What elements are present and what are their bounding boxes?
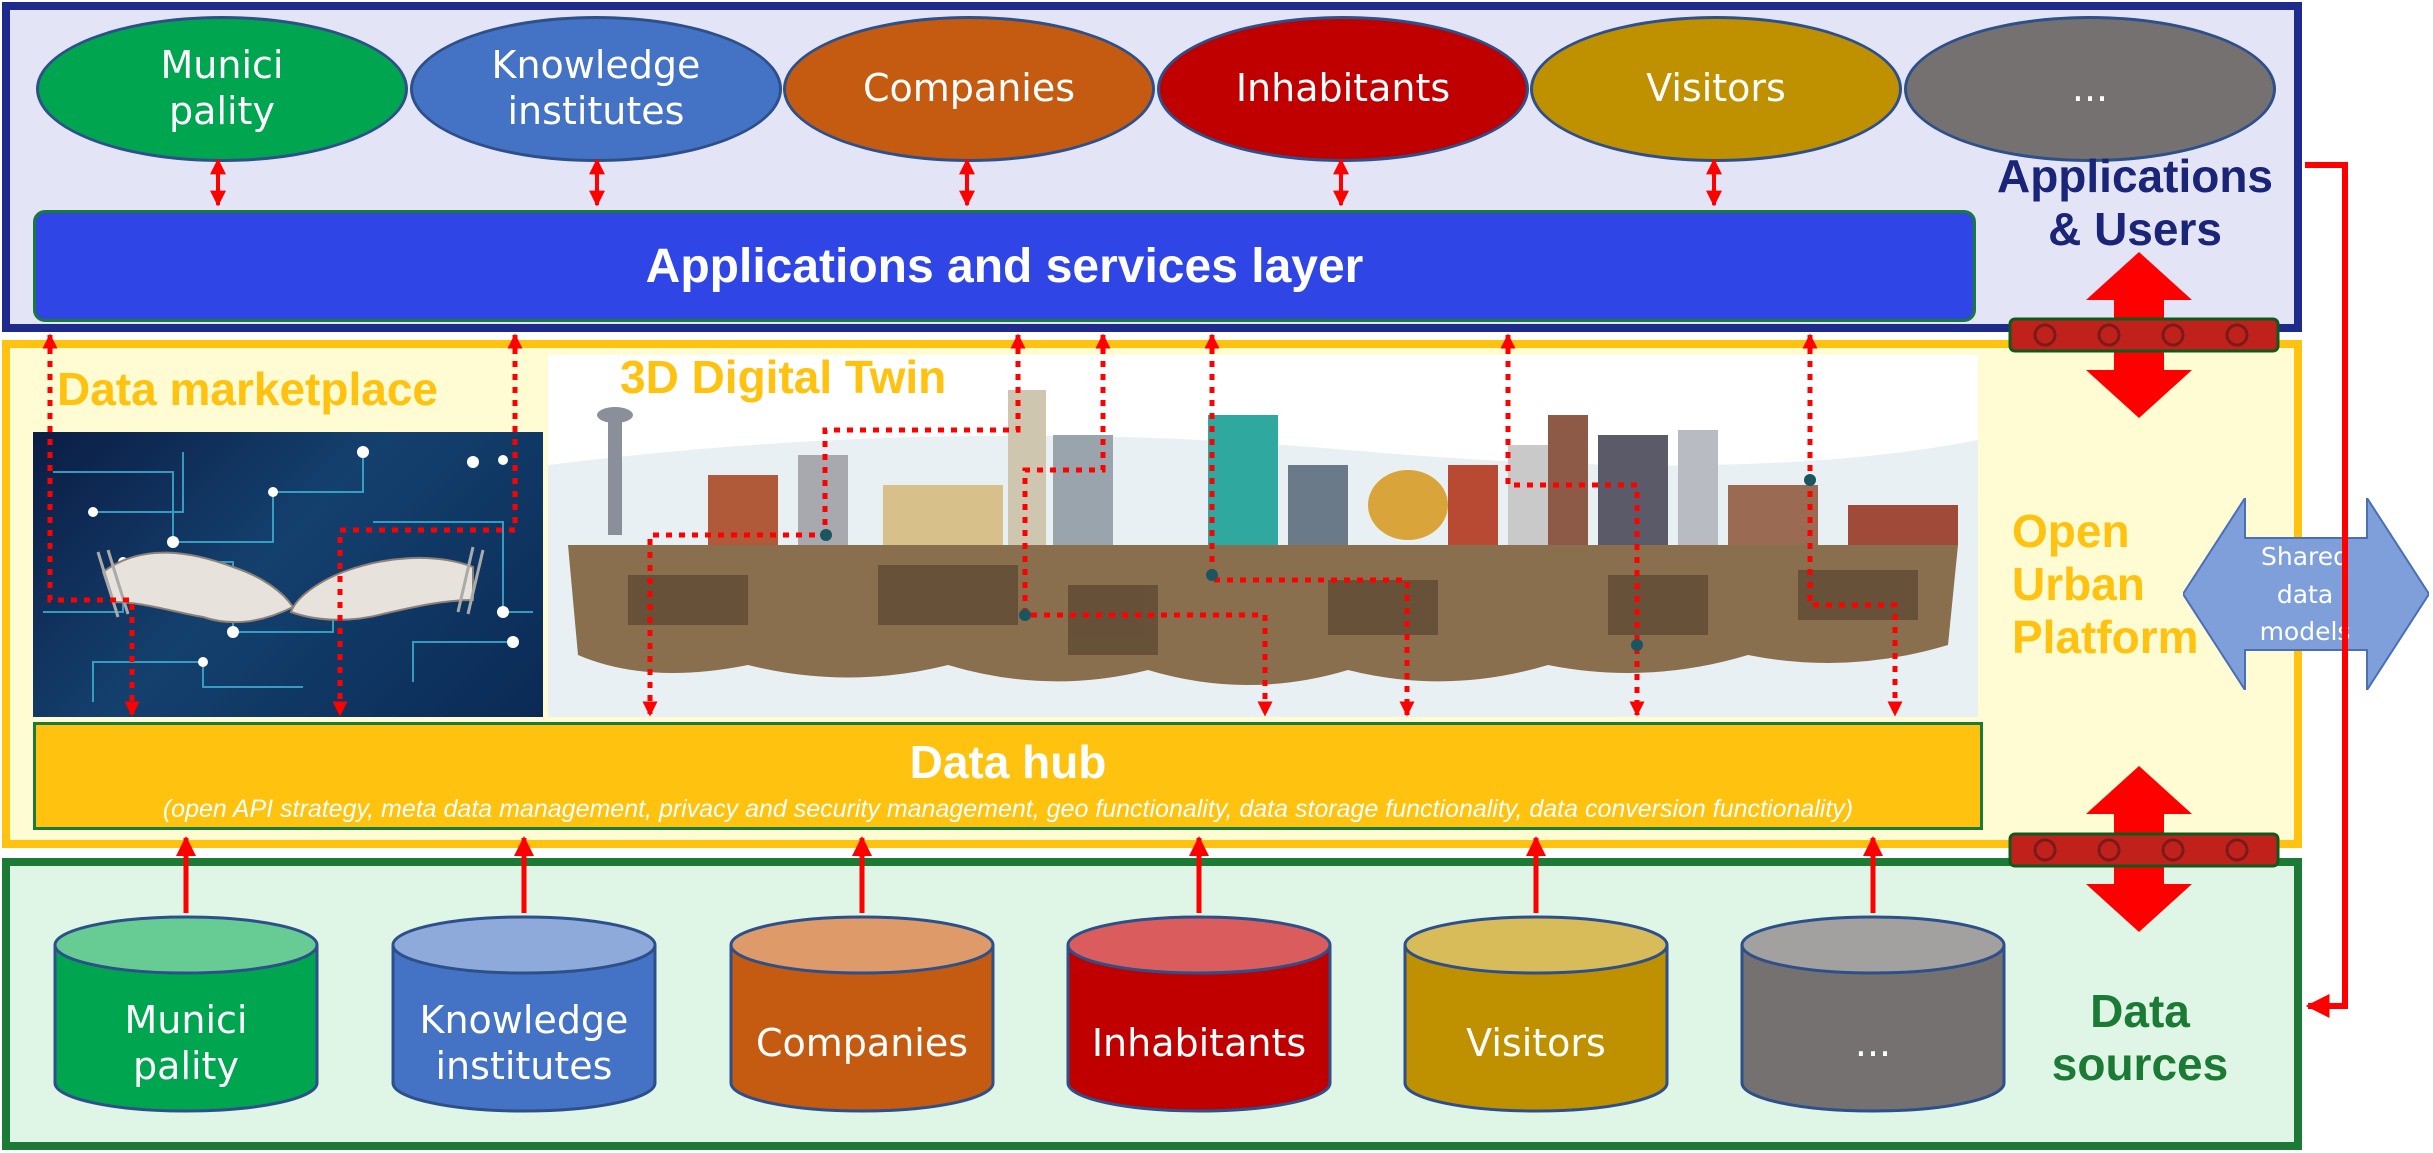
user-companies: Companies <box>783 16 1155 162</box>
shared-data-models-label: Shared data models <box>2259 542 2351 646</box>
database-cylinder-icon <box>53 915 319 1113</box>
dotted-data-flows <box>42 333 1903 717</box>
user-layer-arrows <box>210 158 1722 207</box>
database-cylinder-icon <box>1403 915 1669 1113</box>
source-label: Companies <box>755 1021 969 1066</box>
source-label: Knowledge institutes <box>419 998 629 1088</box>
source-hub-arrows <box>176 836 1883 913</box>
applications-users-title: Applications & Users <box>1996 150 2274 255</box>
source-label: Munici pality <box>124 998 248 1088</box>
network-nodes <box>820 474 1816 651</box>
user-label: Knowledge institutes <box>491 43 701 133</box>
source-label: ... <box>1854 1021 1892 1066</box>
source-more: ... <box>1740 915 2006 1113</box>
user-label: Munici pality <box>160 43 284 133</box>
database-cylinder-icon <box>1740 915 2006 1113</box>
source-visitors: Visitors <box>1403 915 1669 1113</box>
user-municipality: Munici pality <box>36 16 408 162</box>
data-hub-subtitle: (open API strategy, meta data management… <box>162 795 1854 823</box>
data-sources-title: Data sources <box>2051 985 2229 1090</box>
applications-layer-label: Applications and services layer <box>645 239 1364 293</box>
user-more: ... <box>1904 16 2276 162</box>
open-urban-platform-title: Open Urban Platform <box>2012 505 2199 663</box>
layer-connector-top <box>2008 252 2280 418</box>
user-label: ... <box>2071 66 2109 111</box>
layer-connector-bottom <box>2008 766 2280 932</box>
user-label: Inhabitants <box>1235 66 1451 111</box>
feedback-arrow <box>2305 162 2348 1018</box>
source-label: Inhabitants <box>1091 1021 1307 1066</box>
user-label: Companies <box>862 66 1076 111</box>
source-companies: Companies <box>729 915 995 1113</box>
source-knowledge-institutes: Knowledge institutes <box>391 915 657 1113</box>
data-hub: Data hub (open API strategy, meta data m… <box>33 722 1983 830</box>
source-label: Visitors <box>1466 1021 1606 1066</box>
database-cylinder-icon <box>729 915 995 1113</box>
user-label: Visitors <box>1646 66 1786 111</box>
user-knowledge-institutes: Knowledge institutes <box>410 16 782 162</box>
source-municipality: Munici pality <box>53 915 319 1113</box>
database-cylinder-icon <box>1066 915 1332 1113</box>
source-inhabitants: Inhabitants <box>1066 915 1332 1113</box>
database-cylinder-icon <box>391 915 657 1113</box>
data-hub-title: Data hub <box>909 736 1107 788</box>
applications-services-layer: Applications and services layer <box>33 210 1976 322</box>
shared-data-models-arrow-icon <box>2183 498 2429 690</box>
